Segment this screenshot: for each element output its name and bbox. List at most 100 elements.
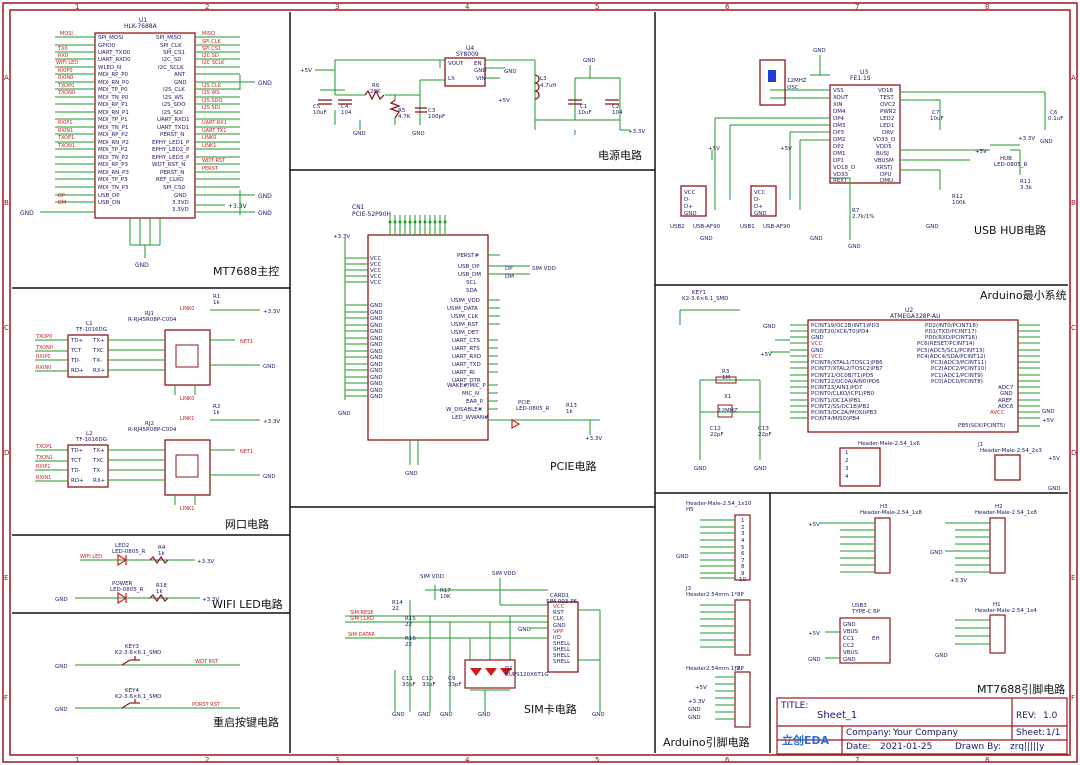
svg-text:PERST_N: PERST_N bbox=[160, 170, 184, 176]
svg-text:SIM RESE: SIM RESE bbox=[350, 610, 374, 616]
svg-text:SPI CLK: SPI CLK bbox=[202, 39, 222, 45]
svg-text:SCL: SCL bbox=[466, 280, 477, 286]
svg-text:I2S WS: I2S WS bbox=[202, 90, 220, 96]
svg-text:PCINT23/AIN1)PD7: PCINT23/AIN1)PD7 bbox=[811, 385, 863, 391]
svg-text:D+: D+ bbox=[684, 204, 693, 210]
svg-text:VPP: VPP bbox=[553, 629, 564, 635]
svg-text:+3.3V: +3.3V bbox=[263, 309, 280, 315]
svg-text:GND: GND bbox=[370, 323, 383, 329]
svg-text:LINK0: LINK0 bbox=[180, 396, 194, 402]
svg-text:VDD5: VDD5 bbox=[876, 144, 892, 150]
svg-text:GND: GND bbox=[370, 316, 383, 322]
svg-text:RD+: RD+ bbox=[71, 368, 84, 374]
svg-text:GND: GND bbox=[370, 303, 383, 309]
svg-text:DP4: DP4 bbox=[833, 116, 845, 122]
svg-text:GND: GND bbox=[808, 657, 821, 663]
svg-text:GND: GND bbox=[583, 58, 596, 64]
svg-text:+3.3V: +3.3V bbox=[688, 699, 705, 705]
svg-text:22: 22 bbox=[392, 606, 399, 612]
svg-text:1: 1 bbox=[75, 3, 79, 11]
svg-text:PCINT7/XTAL2/TOSC2)PB7: PCINT7/XTAL2/TOSC2)PB7 bbox=[811, 366, 883, 372]
svg-text:+5V: +5V bbox=[760, 352, 772, 358]
svg-text:Header2.54mm 1*8P: Header2.54mm 1*8P bbox=[686, 592, 744, 598]
svg-text:CC2: CC2 bbox=[843, 643, 854, 649]
svg-text:EPHY_LED1_P: EPHY_LED1_P bbox=[152, 140, 190, 146]
svg-text:GND: GND bbox=[370, 375, 383, 381]
svg-text:22pF: 22pF bbox=[710, 432, 724, 438]
svg-text:UART_CTS: UART_CTS bbox=[452, 338, 481, 344]
u1-left-pin-wires bbox=[40, 36, 95, 213]
svg-text:MIC_N: MIC_N bbox=[462, 391, 479, 397]
svg-text:1k: 1k bbox=[158, 551, 165, 557]
svg-text:+3.3V: +3.3V bbox=[333, 234, 350, 240]
company-label: Company: bbox=[846, 728, 892, 738]
svg-text:PC0(ADC0/PCINT8): PC0(ADC0/PCINT8) bbox=[931, 379, 983, 385]
svg-text:C5: C5 bbox=[313, 104, 321, 110]
svg-text:GND: GND bbox=[810, 236, 823, 242]
svg-text:33pF: 33pF bbox=[422, 682, 436, 688]
svg-text:GND: GND bbox=[55, 707, 68, 713]
svg-text:XIN: XIN bbox=[833, 102, 843, 108]
svg-text:RX0: RX0 bbox=[58, 53, 68, 59]
svg-text:C: C bbox=[4, 324, 9, 332]
svg-text:Header-Male-2.54_1x10: Header-Male-2.54_1x10 bbox=[686, 501, 752, 507]
svg-text:22: 22 bbox=[405, 622, 412, 628]
svg-text:J1: J1 bbox=[977, 442, 983, 448]
svg-text:J2: J2 bbox=[734, 666, 740, 672]
svg-text:WIFI LED: WIFI LED bbox=[80, 554, 102, 560]
svg-text:PERST_N: PERST_N bbox=[160, 132, 184, 138]
svg-text:LED-0805_R: LED-0805_R bbox=[516, 406, 550, 412]
svg-text:+5V: +5V bbox=[1042, 418, 1054, 424]
svg-text:4.7uH: 4.7uH bbox=[540, 83, 556, 89]
svg-text:PD0(RXD/PCINT16): PD0(RXD/PCINT16) bbox=[925, 335, 977, 341]
svg-text:SIM-003-P6: SIM-003-P6 bbox=[546, 599, 578, 605]
svg-text:PCINT22/OC0A/AIN0)PD6: PCINT22/OC0A/AIN0)PD6 bbox=[811, 379, 880, 385]
svg-text:GND: GND bbox=[813, 48, 826, 54]
svg-text:1k: 1k bbox=[213, 410, 220, 416]
svg-text:TXOP1: TXOP1 bbox=[35, 444, 52, 450]
svg-text:12MHZ: 12MHZ bbox=[787, 78, 807, 84]
svg-text:1: 1 bbox=[741, 518, 745, 524]
svg-text:NET1: NET1 bbox=[240, 339, 253, 345]
svg-text:I2S CLK: I2S CLK bbox=[202, 83, 222, 89]
svg-text:6: 6 bbox=[725, 3, 730, 11]
svg-text:GND: GND bbox=[370, 329, 383, 335]
svg-text:1: 1 bbox=[845, 450, 849, 456]
svg-text:SPI CS1: SPI CS1 bbox=[202, 46, 221, 52]
svg-text:GND: GND bbox=[370, 388, 383, 394]
svg-text:MDI_TP_P1: MDI_TP_P1 bbox=[98, 117, 128, 123]
svg-text:22: 22 bbox=[405, 642, 412, 648]
svg-text:4.7K: 4.7K bbox=[398, 114, 411, 120]
svg-text:PERST#: PERST# bbox=[457, 253, 479, 259]
svg-text:6: 6 bbox=[741, 551, 745, 557]
svg-text:SDA: SDA bbox=[466, 288, 478, 294]
svg-text:TX-: TX- bbox=[92, 468, 102, 474]
svg-text:PORST RST: PORST RST bbox=[192, 702, 221, 708]
svg-text:LED-0805_R: LED-0805_R bbox=[994, 162, 1028, 168]
svg-text:GND: GND bbox=[370, 368, 383, 374]
svg-text:DM3: DM3 bbox=[833, 123, 846, 129]
svg-text:R3: R3 bbox=[722, 369, 730, 375]
svg-text:GND: GND bbox=[553, 623, 566, 629]
svg-text:7: 7 bbox=[855, 3, 859, 11]
company-value: Your Company bbox=[893, 728, 958, 738]
svg-text:PCINT3/OC2A/MOSI)PB3: PCINT3/OC2A/MOSI)PB3 bbox=[811, 410, 877, 416]
svg-text:TXOP0: TXOP0 bbox=[35, 334, 52, 340]
title-label: TITLE: bbox=[781, 701, 809, 711]
svg-text:EAR_P: EAR_P bbox=[466, 399, 484, 405]
u1-right-pin-wires bbox=[129, 36, 255, 258]
svg-text:LED1: LED1 bbox=[880, 123, 894, 129]
svg-text:R12: R12 bbox=[952, 194, 963, 200]
svg-text:L3: L3 bbox=[540, 76, 547, 82]
svg-text:GND: GND bbox=[263, 364, 276, 370]
svg-text:2.7k/1%: 2.7k/1% bbox=[852, 214, 875, 220]
svg-text:E: E bbox=[1071, 574, 1075, 582]
svg-text:GND: GND bbox=[412, 131, 425, 137]
svg-text:+3.3V: +3.3V bbox=[585, 436, 602, 442]
svg-text:GND: GND bbox=[258, 193, 272, 200]
svg-text:RXIN0: RXIN0 bbox=[36, 365, 51, 371]
inner-frame bbox=[9, 9, 1071, 756]
svg-text:KEY3: KEY3 bbox=[125, 644, 139, 650]
